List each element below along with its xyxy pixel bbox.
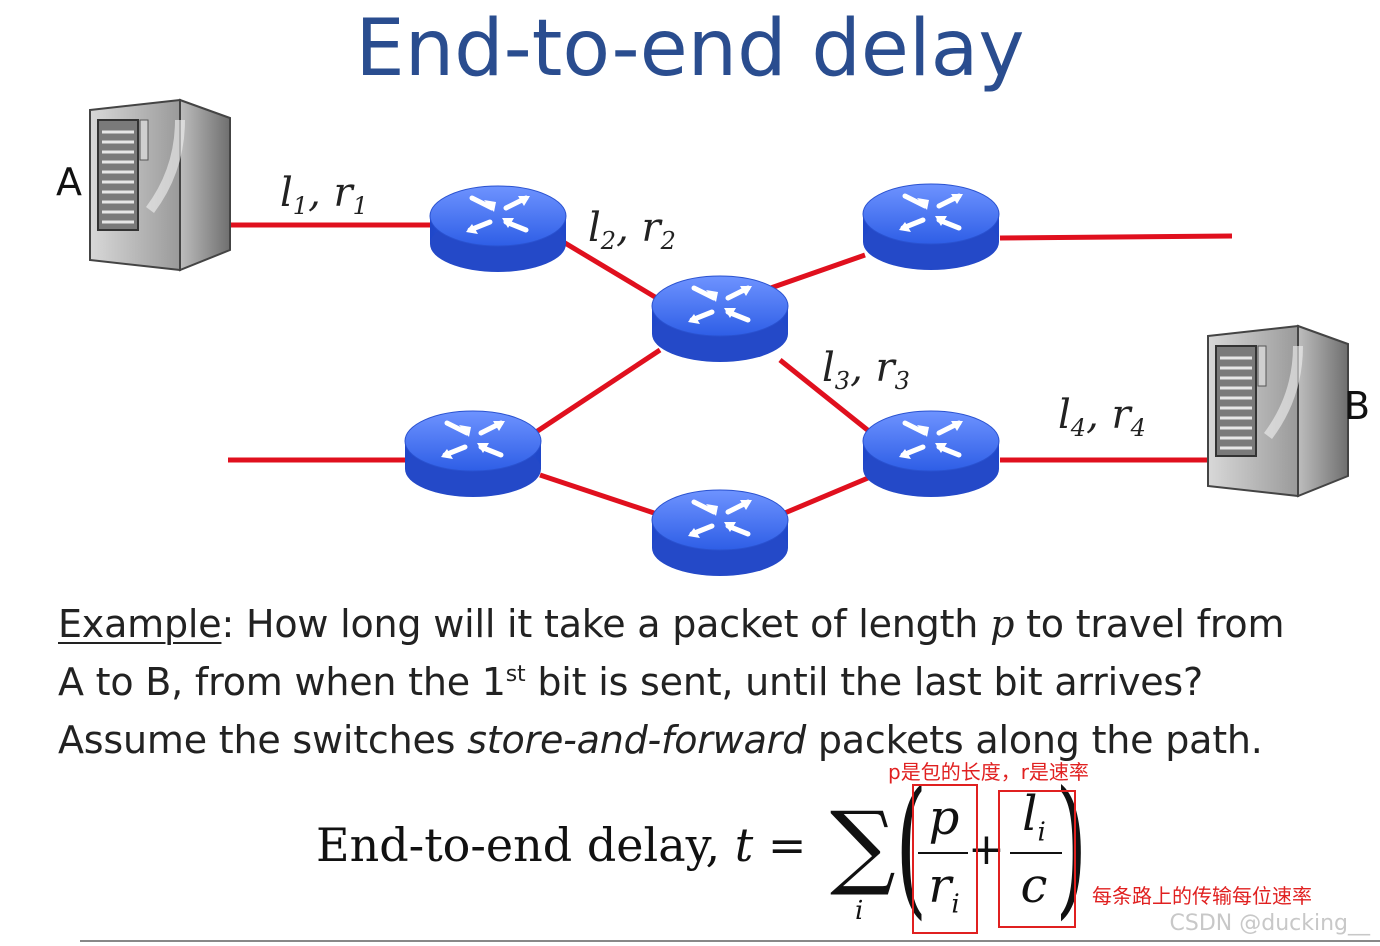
- sigma-subscript: i: [855, 896, 864, 926]
- link-r2-r6: [778, 358, 872, 434]
- link-label-3: l3, r3: [822, 345, 910, 395]
- link-r5-r6: [779, 475, 869, 518]
- server-icon-b: [1208, 326, 1348, 496]
- frac1-bar: [918, 852, 968, 854]
- right-paren: ): [1055, 760, 1088, 934]
- frac2-bar: [1010, 852, 1062, 854]
- csdn-watermark: CSDN @ducking__: [1169, 911, 1370, 936]
- link-r2-r4: [528, 347, 662, 439]
- bottom-divider: [80, 940, 1380, 942]
- links: [225, 222, 1233, 518]
- highlight-box-p-over-r: [912, 784, 978, 934]
- router-icon: [863, 411, 999, 497]
- example-line-1: Example: How long will it take a packet …: [58, 602, 1285, 646]
- router-icon: [430, 186, 566, 272]
- link-r2-r3: [764, 252, 866, 293]
- highlight-box-l-over-c: [998, 790, 1076, 928]
- annotation-right: 每条路上的传输每位速率: [1092, 884, 1312, 908]
- frac2-denominator: c: [1020, 858, 1048, 914]
- slide-title: End-to-end delay: [355, 4, 1025, 94]
- router-icon: [863, 184, 999, 270]
- left-paren: (: [895, 760, 928, 934]
- frac2-numerator: li: [1022, 786, 1046, 848]
- router-icon: [405, 411, 541, 497]
- router-icon: [652, 490, 788, 576]
- server-icon-a: [90, 100, 230, 270]
- formula-lhs: End-to-end delay, t =: [316, 818, 807, 872]
- router-icon: [652, 276, 788, 362]
- link-r1-r2: [558, 237, 662, 303]
- link-label-1: l1, r1: [280, 170, 368, 220]
- example-line-3: Assume the switches store-and-forward pa…: [58, 718, 1263, 762]
- annotation-top: p是包的长度，r是速率: [888, 760, 1089, 784]
- link-r4-r5: [539, 472, 661, 518]
- sigma-symbol: ∑: [830, 792, 896, 899]
- host-a-label: A: [56, 160, 82, 204]
- example-label: Example: [58, 602, 222, 646]
- link-label-4: l4, r4: [1058, 392, 1146, 442]
- example-line-2: A to B, from when the 1st bit is sent, u…: [58, 660, 1203, 704]
- host-b-label: B: [1344, 384, 1371, 428]
- frac1-denominator: ri: [928, 858, 960, 920]
- link-label-2: l2, r2: [588, 205, 676, 255]
- link-r3-out: [999, 233, 1233, 241]
- frac1-numerator: p: [928, 790, 960, 846]
